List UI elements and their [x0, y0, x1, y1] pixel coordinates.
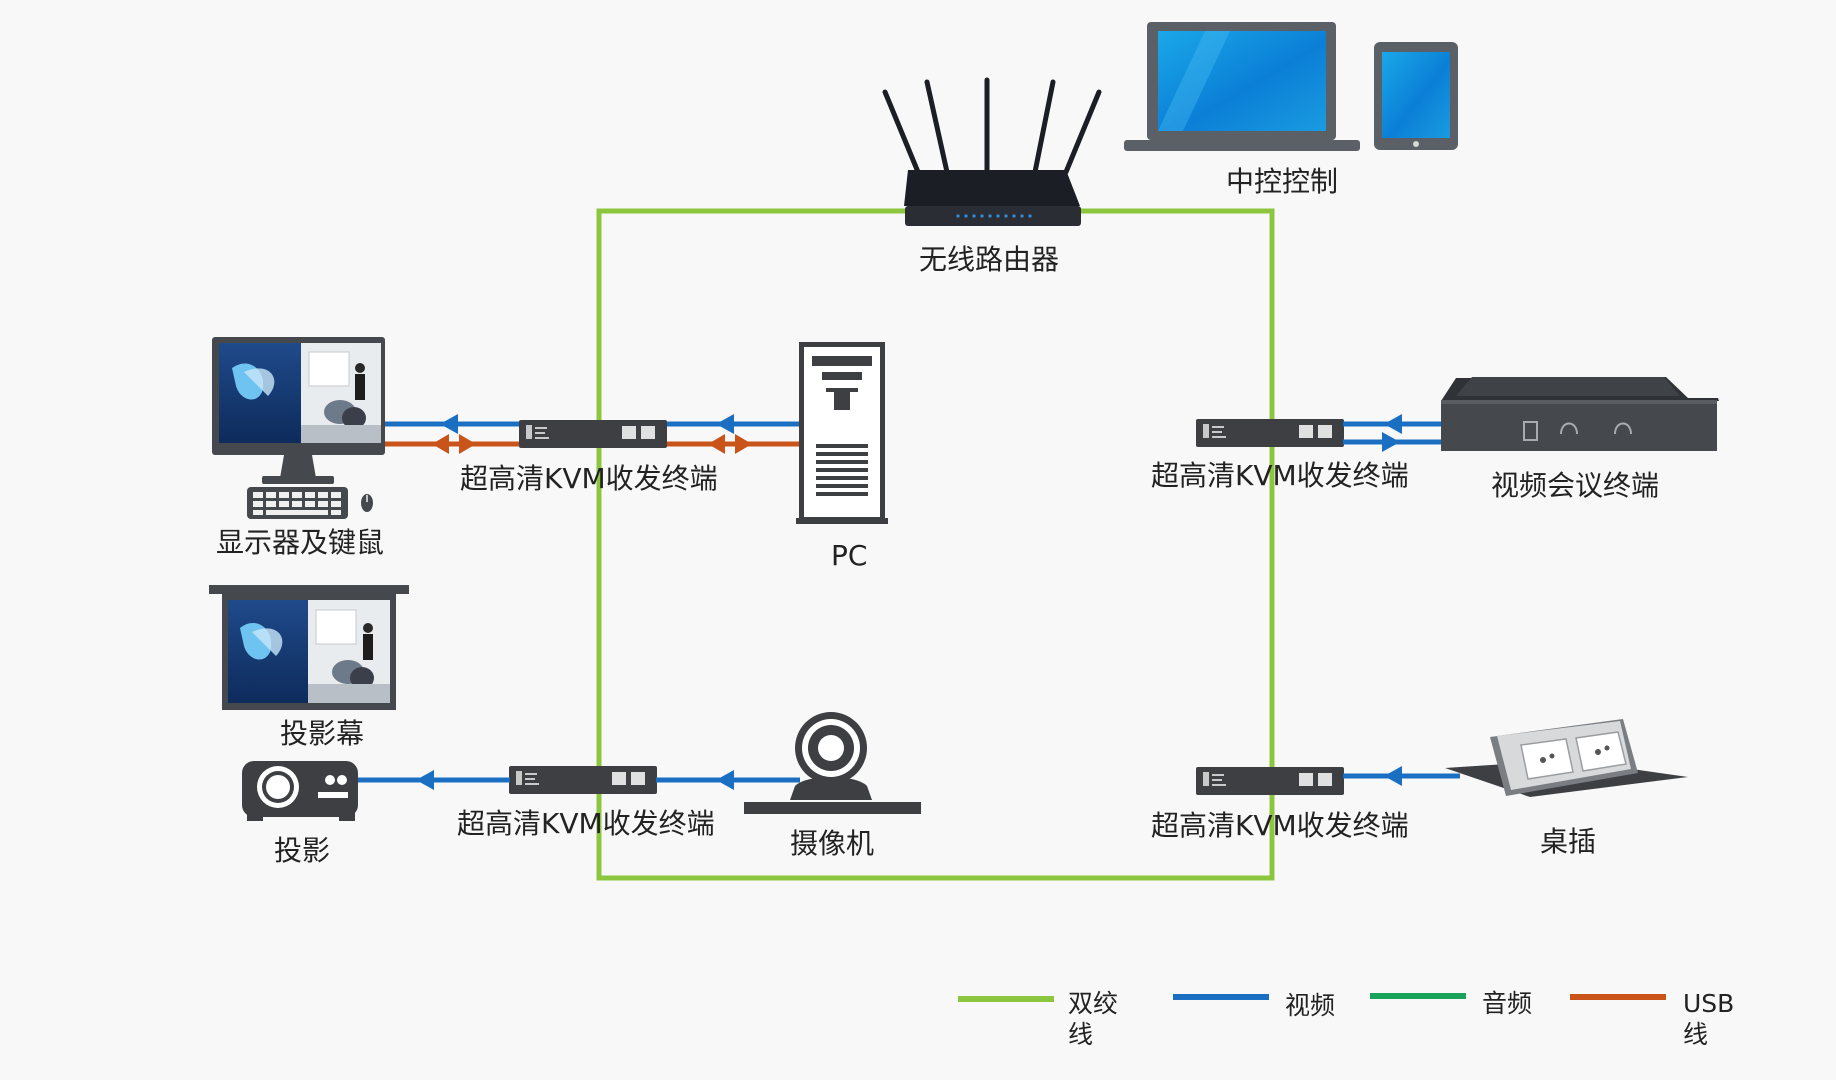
camera-label: 摄像机 [790, 827, 875, 860]
kvm-unit-bottom-left-icon [509, 766, 657, 794]
kvm-top-right-label: 超高清KVM收发终端 [1151, 459, 1409, 492]
monitor-kbm-label: 显示器及键鼠 [216, 526, 385, 559]
legend-label-audio: 音频 [1482, 989, 1533, 1018]
usb-line-top-left [385, 434, 800, 454]
kvm-unit-top-left-icon [519, 420, 667, 448]
kvm-unit-top-right-icon [1196, 419, 1344, 447]
kvm-top-left-label: 超高清KVM收发终端 [460, 462, 718, 495]
central-control-label: 中控控制 [1226, 165, 1339, 198]
camera-icon [744, 712, 921, 814]
router-label: 无线路由器 [919, 243, 1060, 276]
kvm-bottom-left-label: 超高清KVM收发终端 [457, 807, 715, 840]
screen-label: 投影幕 [280, 717, 365, 750]
router-icon [882, 77, 1102, 226]
tablet-icon [1374, 42, 1458, 150]
projector-label: 投影 [274, 834, 331, 867]
video-conference-terminal-icon [1441, 377, 1719, 451]
pc-tower-icon [796, 342, 888, 524]
video-line-top-left [385, 414, 800, 434]
pc-label: PC [831, 539, 868, 572]
kvm-bottom-right-label: 超高清KVM收发终端 [1151, 809, 1409, 842]
desk-socket-label: 桌插 [1540, 825, 1597, 858]
video-lines-top-right [1343, 414, 1444, 452]
projection-screen-icon [209, 585, 409, 710]
laptop-icon [1124, 22, 1360, 151]
mouse-icon [361, 494, 373, 512]
legend-label-video: 视频 [1285, 991, 1336, 1020]
legend-label-usb: USB线 [1683, 989, 1735, 1049]
monitor-icon [212, 337, 385, 484]
keyboard-icon [247, 487, 348, 519]
desk-socket-icon [1445, 719, 1688, 797]
video-line-bottom-right [1343, 766, 1460, 786]
video-conference-label: 视频会议终端 [1491, 469, 1660, 502]
projector-icon [242, 761, 358, 821]
kvm-unit-bottom-right-icon [1196, 767, 1344, 795]
video-line-bottom-left [358, 770, 800, 790]
legend-label-twisted-pair: 双绞线 [1068, 989, 1119, 1049]
